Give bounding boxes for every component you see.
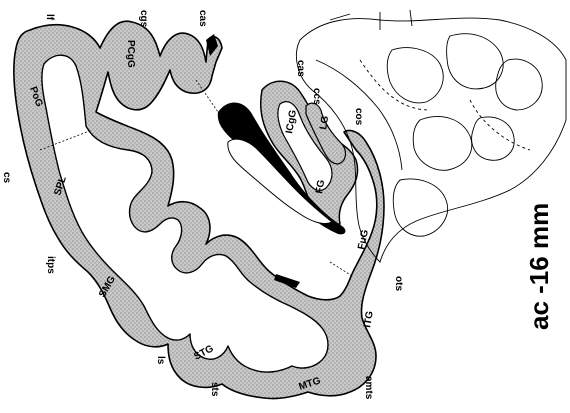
figure-caption: ac -16 mm (524, 203, 554, 330)
nucleus-outline-5 (472, 117, 515, 160)
label-cas-top: cas (197, 10, 208, 27)
label-cs: cs (1, 172, 12, 184)
label-cas-mid: cas (295, 60, 306, 77)
label-ots: ots (393, 276, 404, 291)
nucleus-outline-4 (413, 117, 471, 171)
lower-lobe-outline (393, 179, 447, 236)
label-cos: cos (353, 108, 364, 126)
label-ITG: ITG (362, 310, 376, 329)
label-ccs: ccs (311, 88, 322, 105)
label-sts: sts (209, 382, 220, 397)
label-ls: ls (155, 356, 166, 365)
label-cgs: cgs (138, 10, 149, 28)
cortex-ribbon (14, 21, 384, 398)
label-lf: lf (44, 14, 55, 21)
label-amts: amts (363, 376, 374, 400)
nucleus-outline-1 (387, 48, 443, 103)
nucleus-outline-2 (447, 34, 503, 89)
guide-ots (330, 262, 352, 276)
label-PCgG: PCgG (125, 40, 136, 68)
nucleus-outline-3 (496, 59, 543, 110)
label-itps: itps (45, 256, 56, 274)
